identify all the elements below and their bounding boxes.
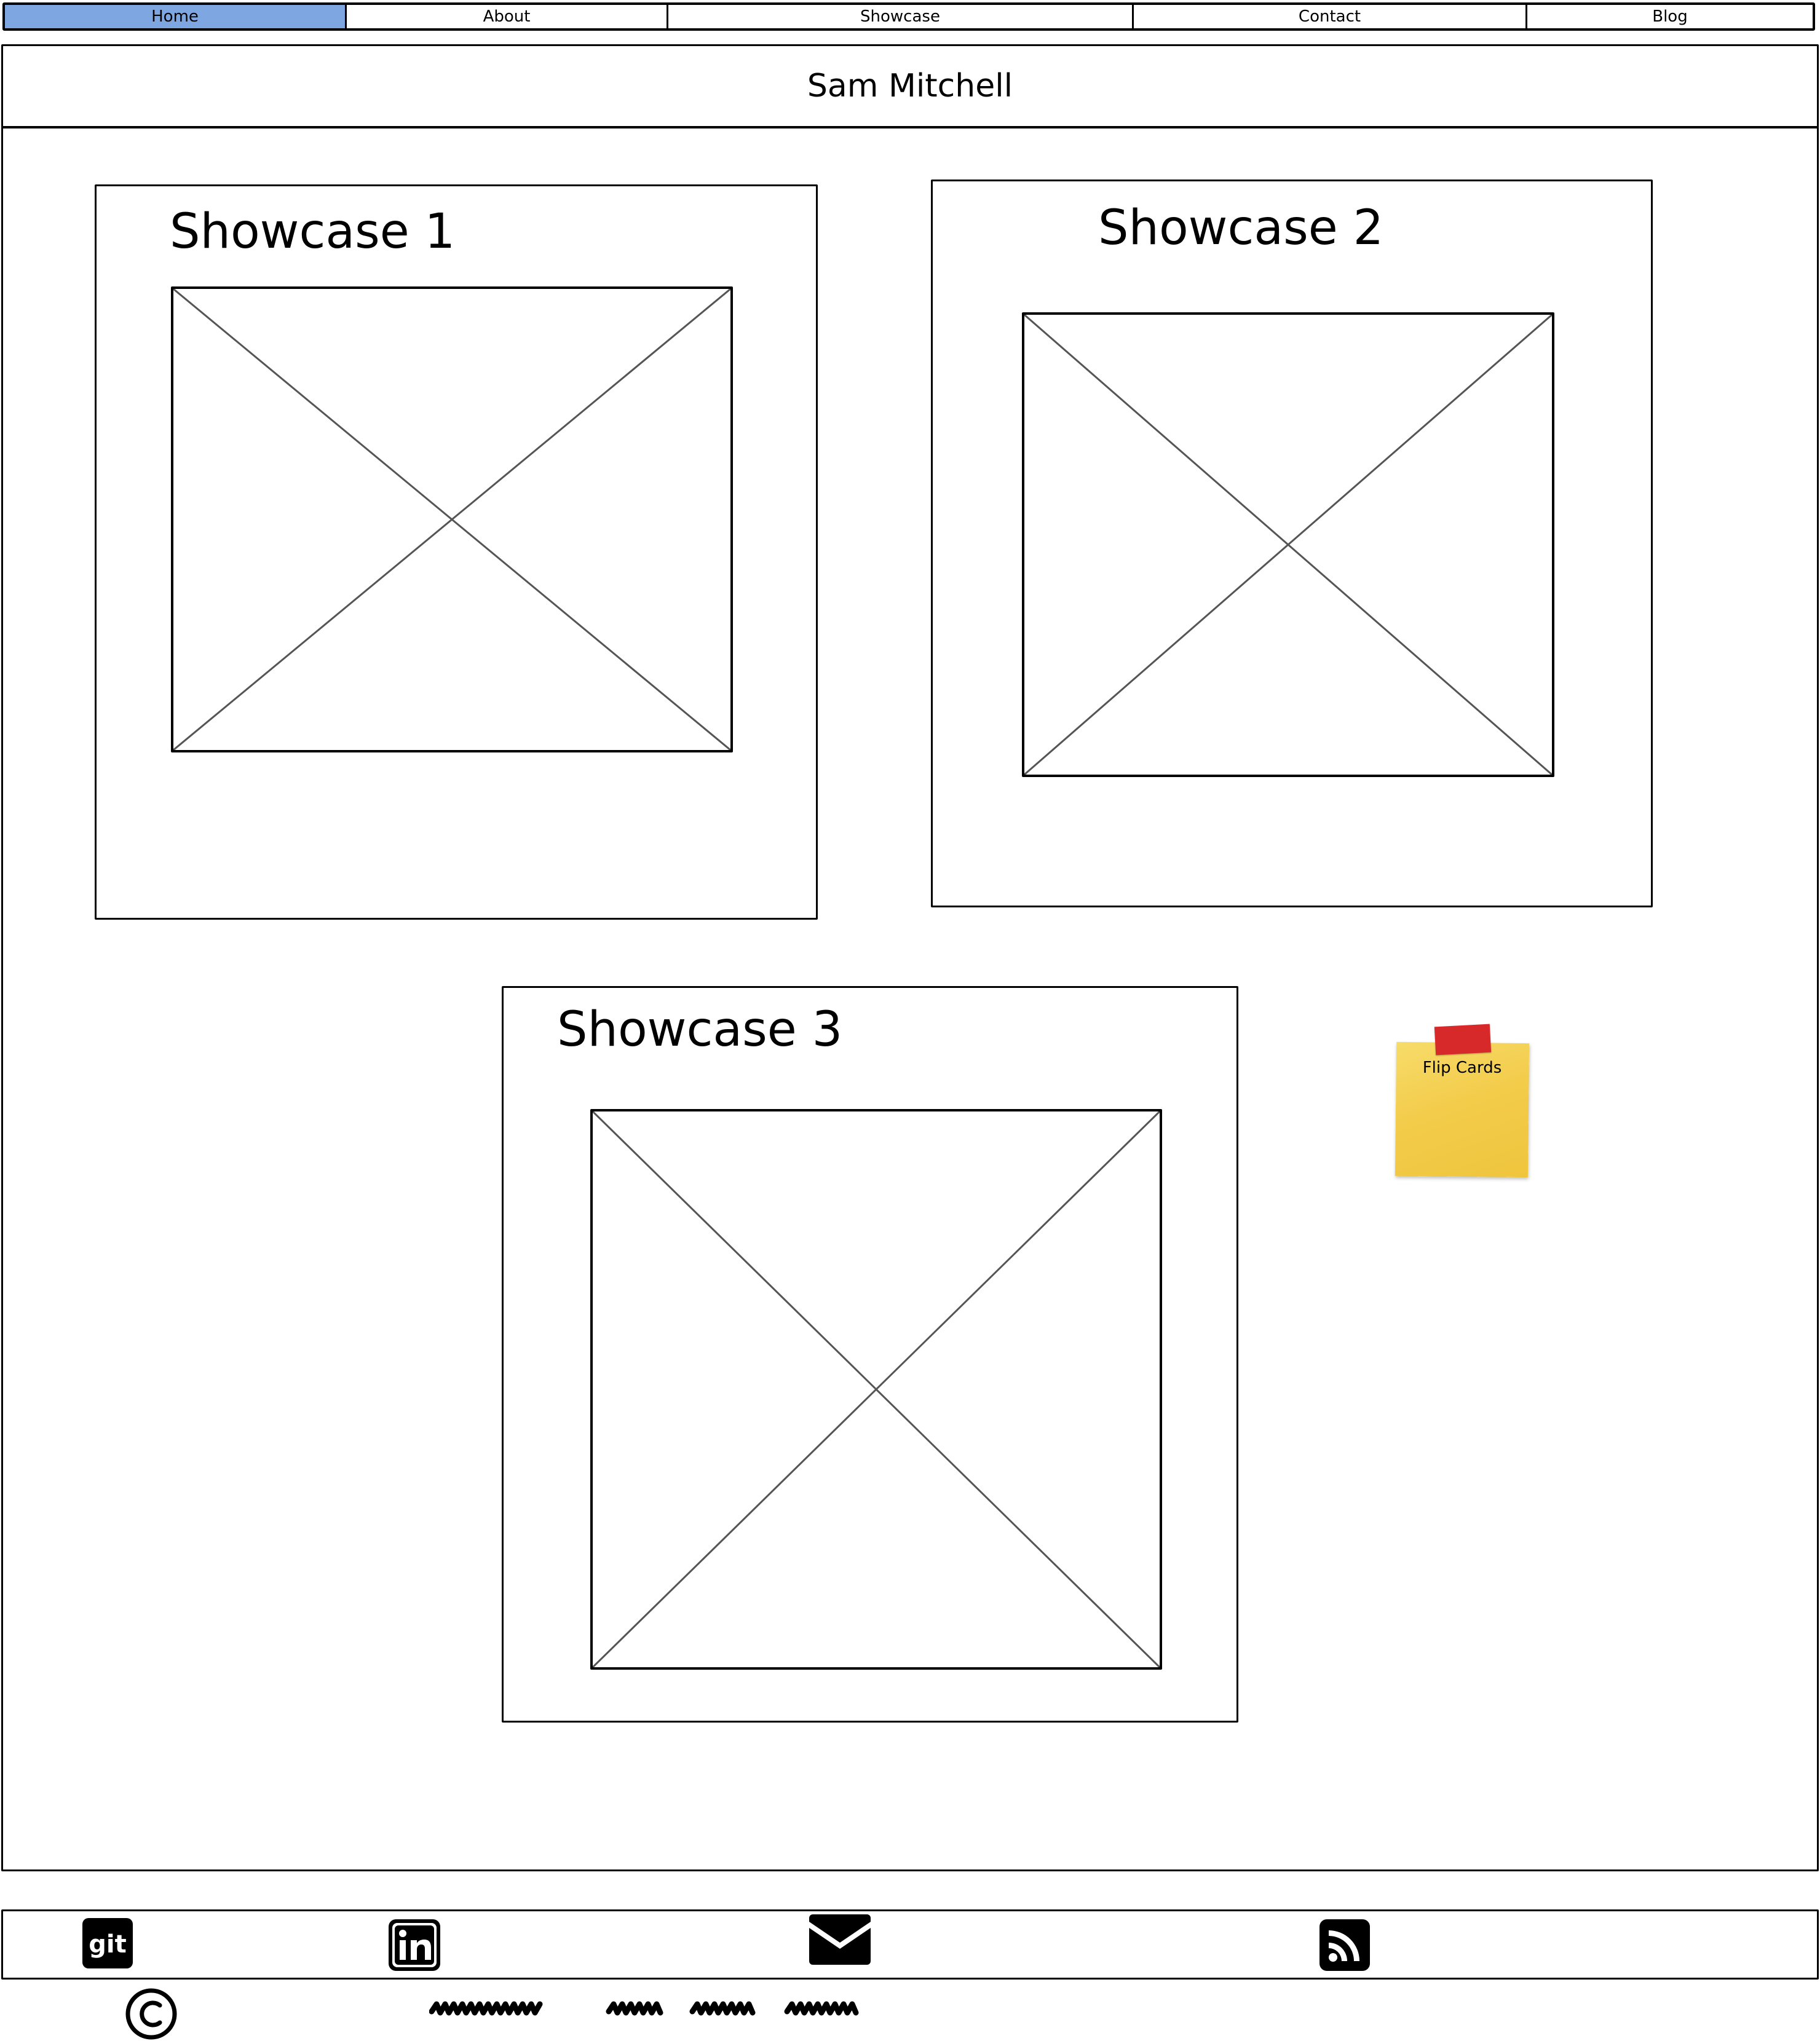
envelope-icon[interactable] xyxy=(809,1914,871,1965)
showcase-title-3: Showcase 3 xyxy=(557,1002,843,1057)
image-placeholder-icon xyxy=(171,286,733,752)
showcase-card-1[interactable] xyxy=(95,184,818,920)
linkedin-icon[interactable] xyxy=(389,1919,440,1971)
main-content xyxy=(1,127,1819,1871)
tab-about[interactable]: About xyxy=(345,5,667,28)
showcase-title-1: Showcase 1 xyxy=(170,204,456,259)
git-icon[interactable]: git xyxy=(82,1918,133,1968)
site-header: Sam Mitchell xyxy=(1,44,1819,128)
site-footer xyxy=(1,1909,1819,1980)
sticky-note-text: Flip Cards xyxy=(1422,1059,1502,1077)
showcase-title-2: Showcase 2 xyxy=(1098,200,1384,256)
tab-contact[interactable]: Contact xyxy=(1132,5,1525,28)
svg-text:git: git xyxy=(89,1930,126,1959)
showcase-card-3[interactable] xyxy=(502,986,1238,1723)
tab-showcase[interactable]: Showcase xyxy=(667,5,1132,28)
showcase-card-2[interactable] xyxy=(931,180,1653,907)
site-title: Sam Mitchell xyxy=(807,68,1013,105)
image-placeholder-icon xyxy=(590,1109,1162,1670)
scribble-text-placeholder xyxy=(429,1993,884,2023)
copyright-icon xyxy=(124,1987,178,2041)
top-nav: Home About Showcase Contact Blog xyxy=(2,2,1815,31)
rss-icon[interactable] xyxy=(1320,1919,1370,1971)
tape-icon xyxy=(1434,1024,1492,1056)
image-placeholder-icon xyxy=(1022,312,1554,777)
tab-home[interactable]: Home xyxy=(5,5,345,28)
tab-blog[interactable]: Blog xyxy=(1525,5,1813,28)
